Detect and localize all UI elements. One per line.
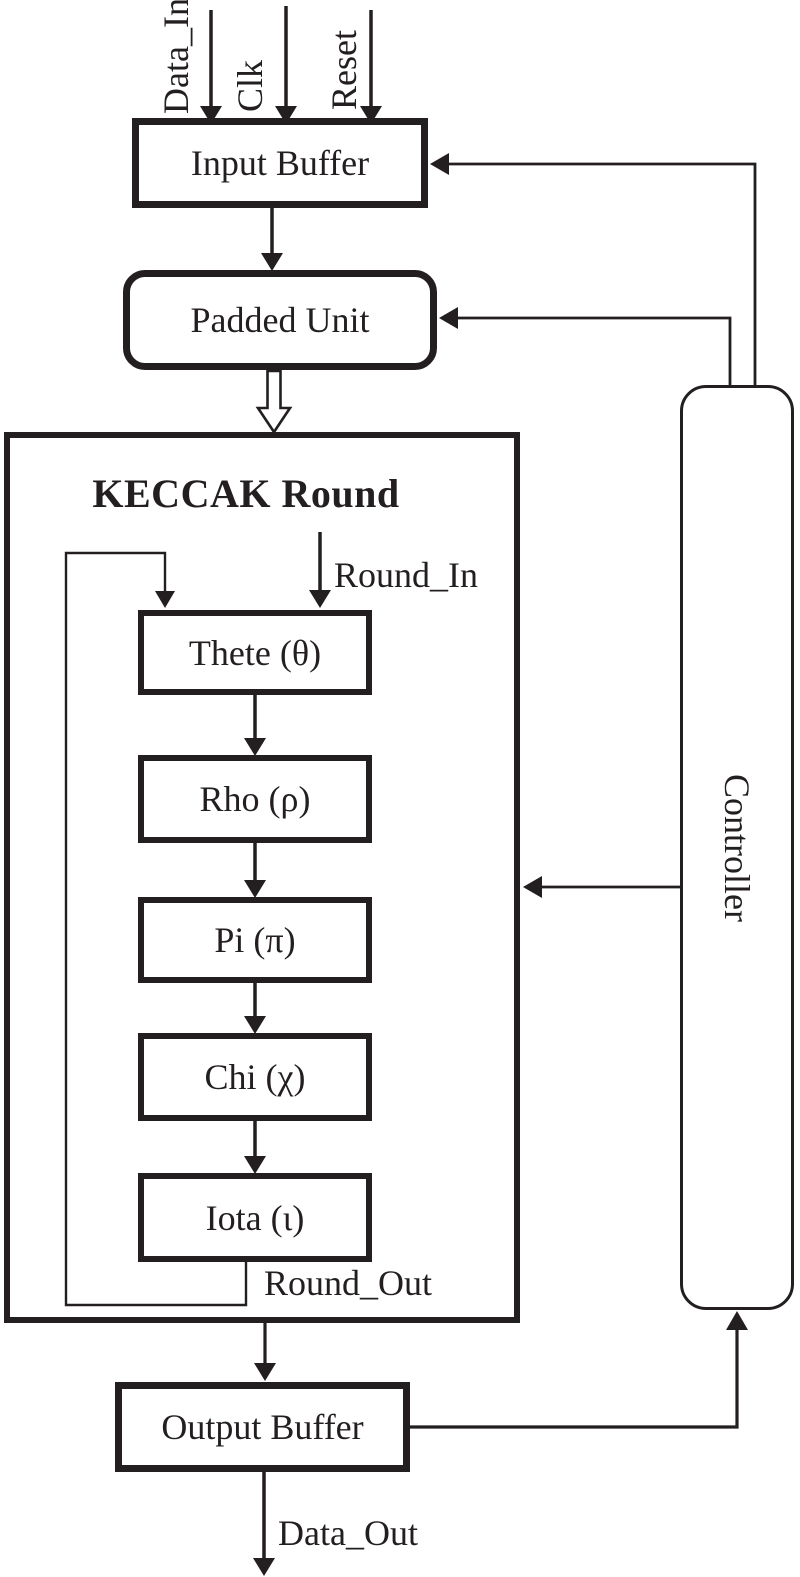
keccak-round-title: KECCAK Round: [92, 471, 400, 516]
controller-block: Controller: [680, 385, 794, 1310]
ctrl-ib-arrowhead: [430, 153, 449, 175]
input-buffer-block: Input Buffer: [132, 118, 428, 208]
controller-to-keccak-arrow: [523, 876, 681, 898]
ob-ctrl-arrowhead: [726, 1311, 748, 1330]
controller-label: Controller: [717, 773, 758, 922]
round-in-signal-label: Round_In: [334, 555, 478, 595]
output-buffer-block: Output Buffer: [115, 1382, 410, 1472]
pi-step-block: Pi (π): [138, 897, 372, 983]
padded-unit-label: Padded Unit: [190, 300, 370, 340]
clk-arrow: [275, 6, 297, 124]
ib-pu-arrowhead: [261, 253, 283, 271]
pi-step-label: Pi (π): [214, 920, 296, 960]
controller-to-input-buffer-arrow: [430, 153, 757, 387]
data-out-arrow: [253, 1472, 275, 1576]
theta-step-block: Thete (θ): [138, 610, 372, 695]
ctrl-pu-line: [457, 316, 732, 387]
padded-unit-to-keccak-hollow-arrow: [255, 369, 293, 435]
ctrl-pu-arrowhead: [439, 307, 458, 329]
chi-step-block: Chi (χ): [138, 1033, 372, 1121]
iota-step-block: Iota (ι): [138, 1173, 372, 1262]
input-buffer-label: Input Buffer: [190, 143, 370, 183]
iota-step-label: Iota (ι): [205, 1197, 305, 1238]
data-in-arrow: [200, 10, 222, 124]
input-buffer-to-padded-unit-arrow: [261, 208, 283, 271]
data-out-signal-label: Data_Out: [278, 1513, 418, 1553]
data-out-arrowhead: [253, 1558, 275, 1576]
ctrl-ib-line: [448, 162, 757, 387]
padded-unit-block: Padded Unit: [123, 270, 437, 370]
round-out-signal-label: Round_Out: [264, 1263, 433, 1303]
reset-signal-label: Reset: [324, 30, 364, 110]
data-in-signal-label: Data_In: [156, 0, 196, 114]
theta-step-label: Thete (θ): [188, 632, 322, 673]
controller-to-padded-unit-arrow: [439, 307, 732, 387]
keccak-to-output-buffer-arrow: [254, 1323, 276, 1381]
ob-ctrl-line: [410, 1329, 739, 1429]
output-buffer-to-controller-arrow: [410, 1311, 748, 1429]
ctrl-keccak-arrowhead: [523, 876, 542, 898]
rho-step-label: Rho (ρ): [199, 779, 311, 819]
keccak-ob-arrowhead: [254, 1363, 276, 1381]
output-buffer-label: Output Buffer: [161, 1407, 364, 1447]
clk-signal-label: Clk: [230, 60, 270, 113]
chi-step-label: Chi (χ): [204, 1057, 306, 1097]
rho-step-block: Rho (ρ): [138, 755, 372, 843]
